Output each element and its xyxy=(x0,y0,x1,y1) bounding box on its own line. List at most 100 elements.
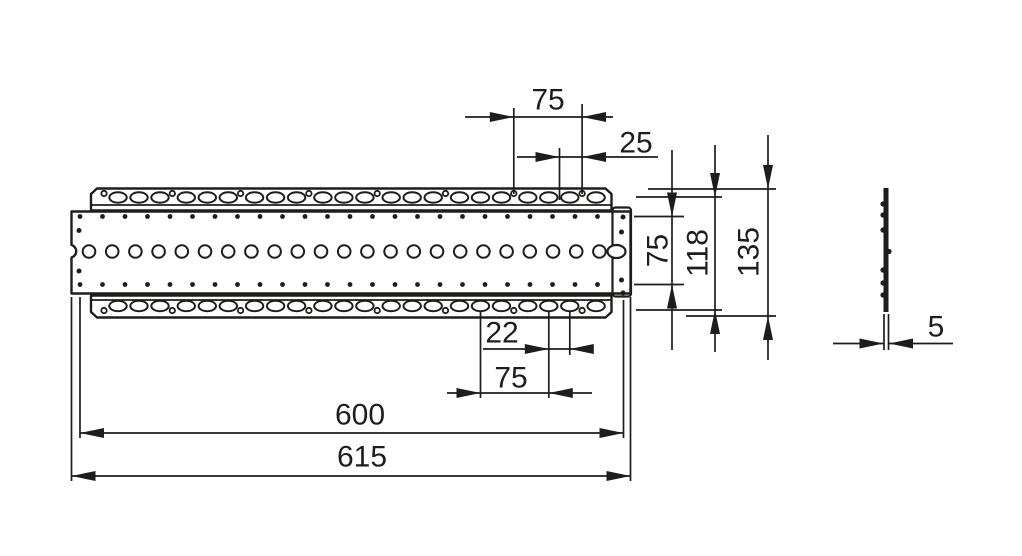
flange-slot xyxy=(150,191,170,204)
small-hole xyxy=(460,214,465,219)
flange-slot xyxy=(470,191,491,204)
small-hole xyxy=(437,282,443,287)
arrow-icon xyxy=(710,310,720,334)
small-hole xyxy=(550,214,555,219)
flange-hole xyxy=(237,306,245,315)
centre-hole xyxy=(452,244,468,259)
side-view-emboss-bump xyxy=(880,201,886,207)
flange-slot xyxy=(218,299,239,313)
flange-slot xyxy=(355,299,375,313)
arrow-icon xyxy=(456,388,481,398)
small-hole xyxy=(392,282,398,287)
flange-slot xyxy=(129,191,149,204)
flange-hole xyxy=(237,189,245,198)
fastening-hole xyxy=(619,229,624,235)
small-hole xyxy=(392,214,398,219)
small-hole xyxy=(595,214,600,219)
flange-hole xyxy=(305,189,313,198)
flange-slot xyxy=(108,299,128,313)
small-hole xyxy=(460,282,465,287)
flange-slot xyxy=(108,191,128,204)
small-hole xyxy=(550,282,555,287)
small-hole xyxy=(145,282,150,287)
flange-slot xyxy=(539,299,559,313)
flange-slot xyxy=(244,191,265,204)
small-hole xyxy=(527,282,533,287)
fastening-hole xyxy=(620,214,626,220)
arrow-icon xyxy=(582,152,607,162)
dim-label-right-135: 135 xyxy=(733,227,766,277)
small-hole xyxy=(190,214,195,219)
centre-hole xyxy=(151,244,166,259)
centre-hole xyxy=(522,244,538,259)
flange-hole xyxy=(373,189,381,198)
fastening-hole xyxy=(620,290,626,296)
arrow-icon xyxy=(548,388,573,398)
centre-hole xyxy=(174,244,190,259)
centre-hole xyxy=(336,244,352,259)
flange-slot xyxy=(423,299,443,313)
arrow-icon xyxy=(667,284,677,309)
flange-hole xyxy=(168,189,176,198)
flange-slot xyxy=(423,191,443,204)
small-hole xyxy=(572,282,578,287)
arrow-icon xyxy=(763,316,773,340)
flange-hole xyxy=(441,189,450,198)
centre-hole xyxy=(220,244,236,259)
small-hole xyxy=(235,214,240,219)
centre-hole xyxy=(406,244,422,259)
side-view-emboss-bump xyxy=(886,248,892,255)
flange-slot xyxy=(381,299,401,313)
dim-label-top-25: 25 xyxy=(619,127,652,160)
arrow-icon xyxy=(535,152,560,162)
arrow-icon xyxy=(606,471,631,481)
small-hole xyxy=(212,282,218,287)
fastening-hole xyxy=(619,277,624,283)
arrow-icon xyxy=(710,173,720,197)
flange-hole xyxy=(510,306,518,315)
small-hole xyxy=(415,282,420,287)
flange-slot xyxy=(197,299,218,313)
flange-slot xyxy=(586,191,606,204)
centre-hole xyxy=(128,244,143,259)
flange-slot xyxy=(560,299,580,313)
side-view-emboss-bump xyxy=(880,227,886,233)
flange-slot xyxy=(381,191,401,204)
centre-hole xyxy=(197,244,213,259)
centre-hole xyxy=(104,244,120,259)
arrow-icon xyxy=(80,428,104,438)
flange-slot xyxy=(150,299,170,313)
flange-slot xyxy=(286,191,307,204)
centre-hole xyxy=(545,244,561,259)
dim-label-615: 615 xyxy=(337,441,387,474)
small-hole xyxy=(257,282,263,287)
flange-slot xyxy=(265,191,286,204)
dimension-arrowheads xyxy=(71,112,913,481)
small-hole xyxy=(235,282,240,287)
centre-hole xyxy=(476,244,491,259)
arrow-icon xyxy=(569,344,594,354)
side-view-emboss-bump xyxy=(880,212,886,218)
flange-slot xyxy=(313,191,333,204)
arrow-icon xyxy=(599,428,624,438)
side-view xyxy=(880,188,892,312)
side-view-emboss-bump xyxy=(880,280,886,286)
small-hole xyxy=(167,214,173,219)
small-hole xyxy=(122,214,128,219)
centre-hole xyxy=(313,244,329,259)
arrow-icon xyxy=(582,112,607,122)
small-hole xyxy=(370,282,375,287)
small-hole xyxy=(302,214,308,219)
flange-hole xyxy=(168,306,176,315)
flange-slot xyxy=(334,299,354,313)
small-hole xyxy=(257,214,263,219)
centre-hole xyxy=(429,244,445,259)
small-hole xyxy=(77,214,83,219)
flange-hole xyxy=(100,189,108,198)
flange-slot xyxy=(355,191,375,204)
small-hole xyxy=(370,214,375,219)
flange-hole xyxy=(305,306,313,315)
flange-slot xyxy=(244,299,265,313)
centre-hole xyxy=(383,244,398,259)
